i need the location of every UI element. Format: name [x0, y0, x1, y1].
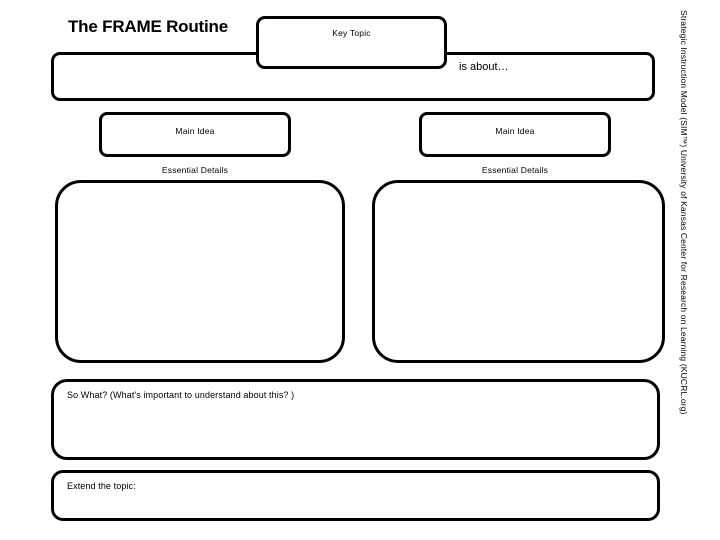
- main-idea-label-right: Main Idea: [495, 126, 535, 136]
- page-title: The FRAME Routine: [68, 17, 228, 36]
- extend-topic-box[interactable]: Extend the topic:: [51, 470, 660, 521]
- main-idea-box-right[interactable]: Main Idea: [419, 112, 611, 157]
- so-what-box[interactable]: So What? (What's important to understand…: [51, 379, 660, 460]
- essential-details-box-left[interactable]: [55, 180, 345, 363]
- extend-topic-label: Extend the topic:: [67, 481, 136, 491]
- so-what-label: So What? (What's important to understand…: [67, 390, 295, 400]
- essential-details-box-right[interactable]: [372, 180, 665, 363]
- key-topic-box[interactable]: Key Topic: [256, 16, 447, 69]
- essential-details-label-right: Essential Details: [481, 165, 549, 175]
- attribution-text: Strategic Instruction Model (SIM™) Unive…: [679, 10, 689, 415]
- main-idea-label-left: Main Idea: [175, 126, 215, 136]
- key-topic-label: Key Topic: [332, 28, 371, 38]
- main-idea-box-left[interactable]: Main Idea: [99, 112, 291, 157]
- is-about-label: is about…: [459, 61, 509, 73]
- essential-details-label-left: Essential Details: [161, 165, 229, 175]
